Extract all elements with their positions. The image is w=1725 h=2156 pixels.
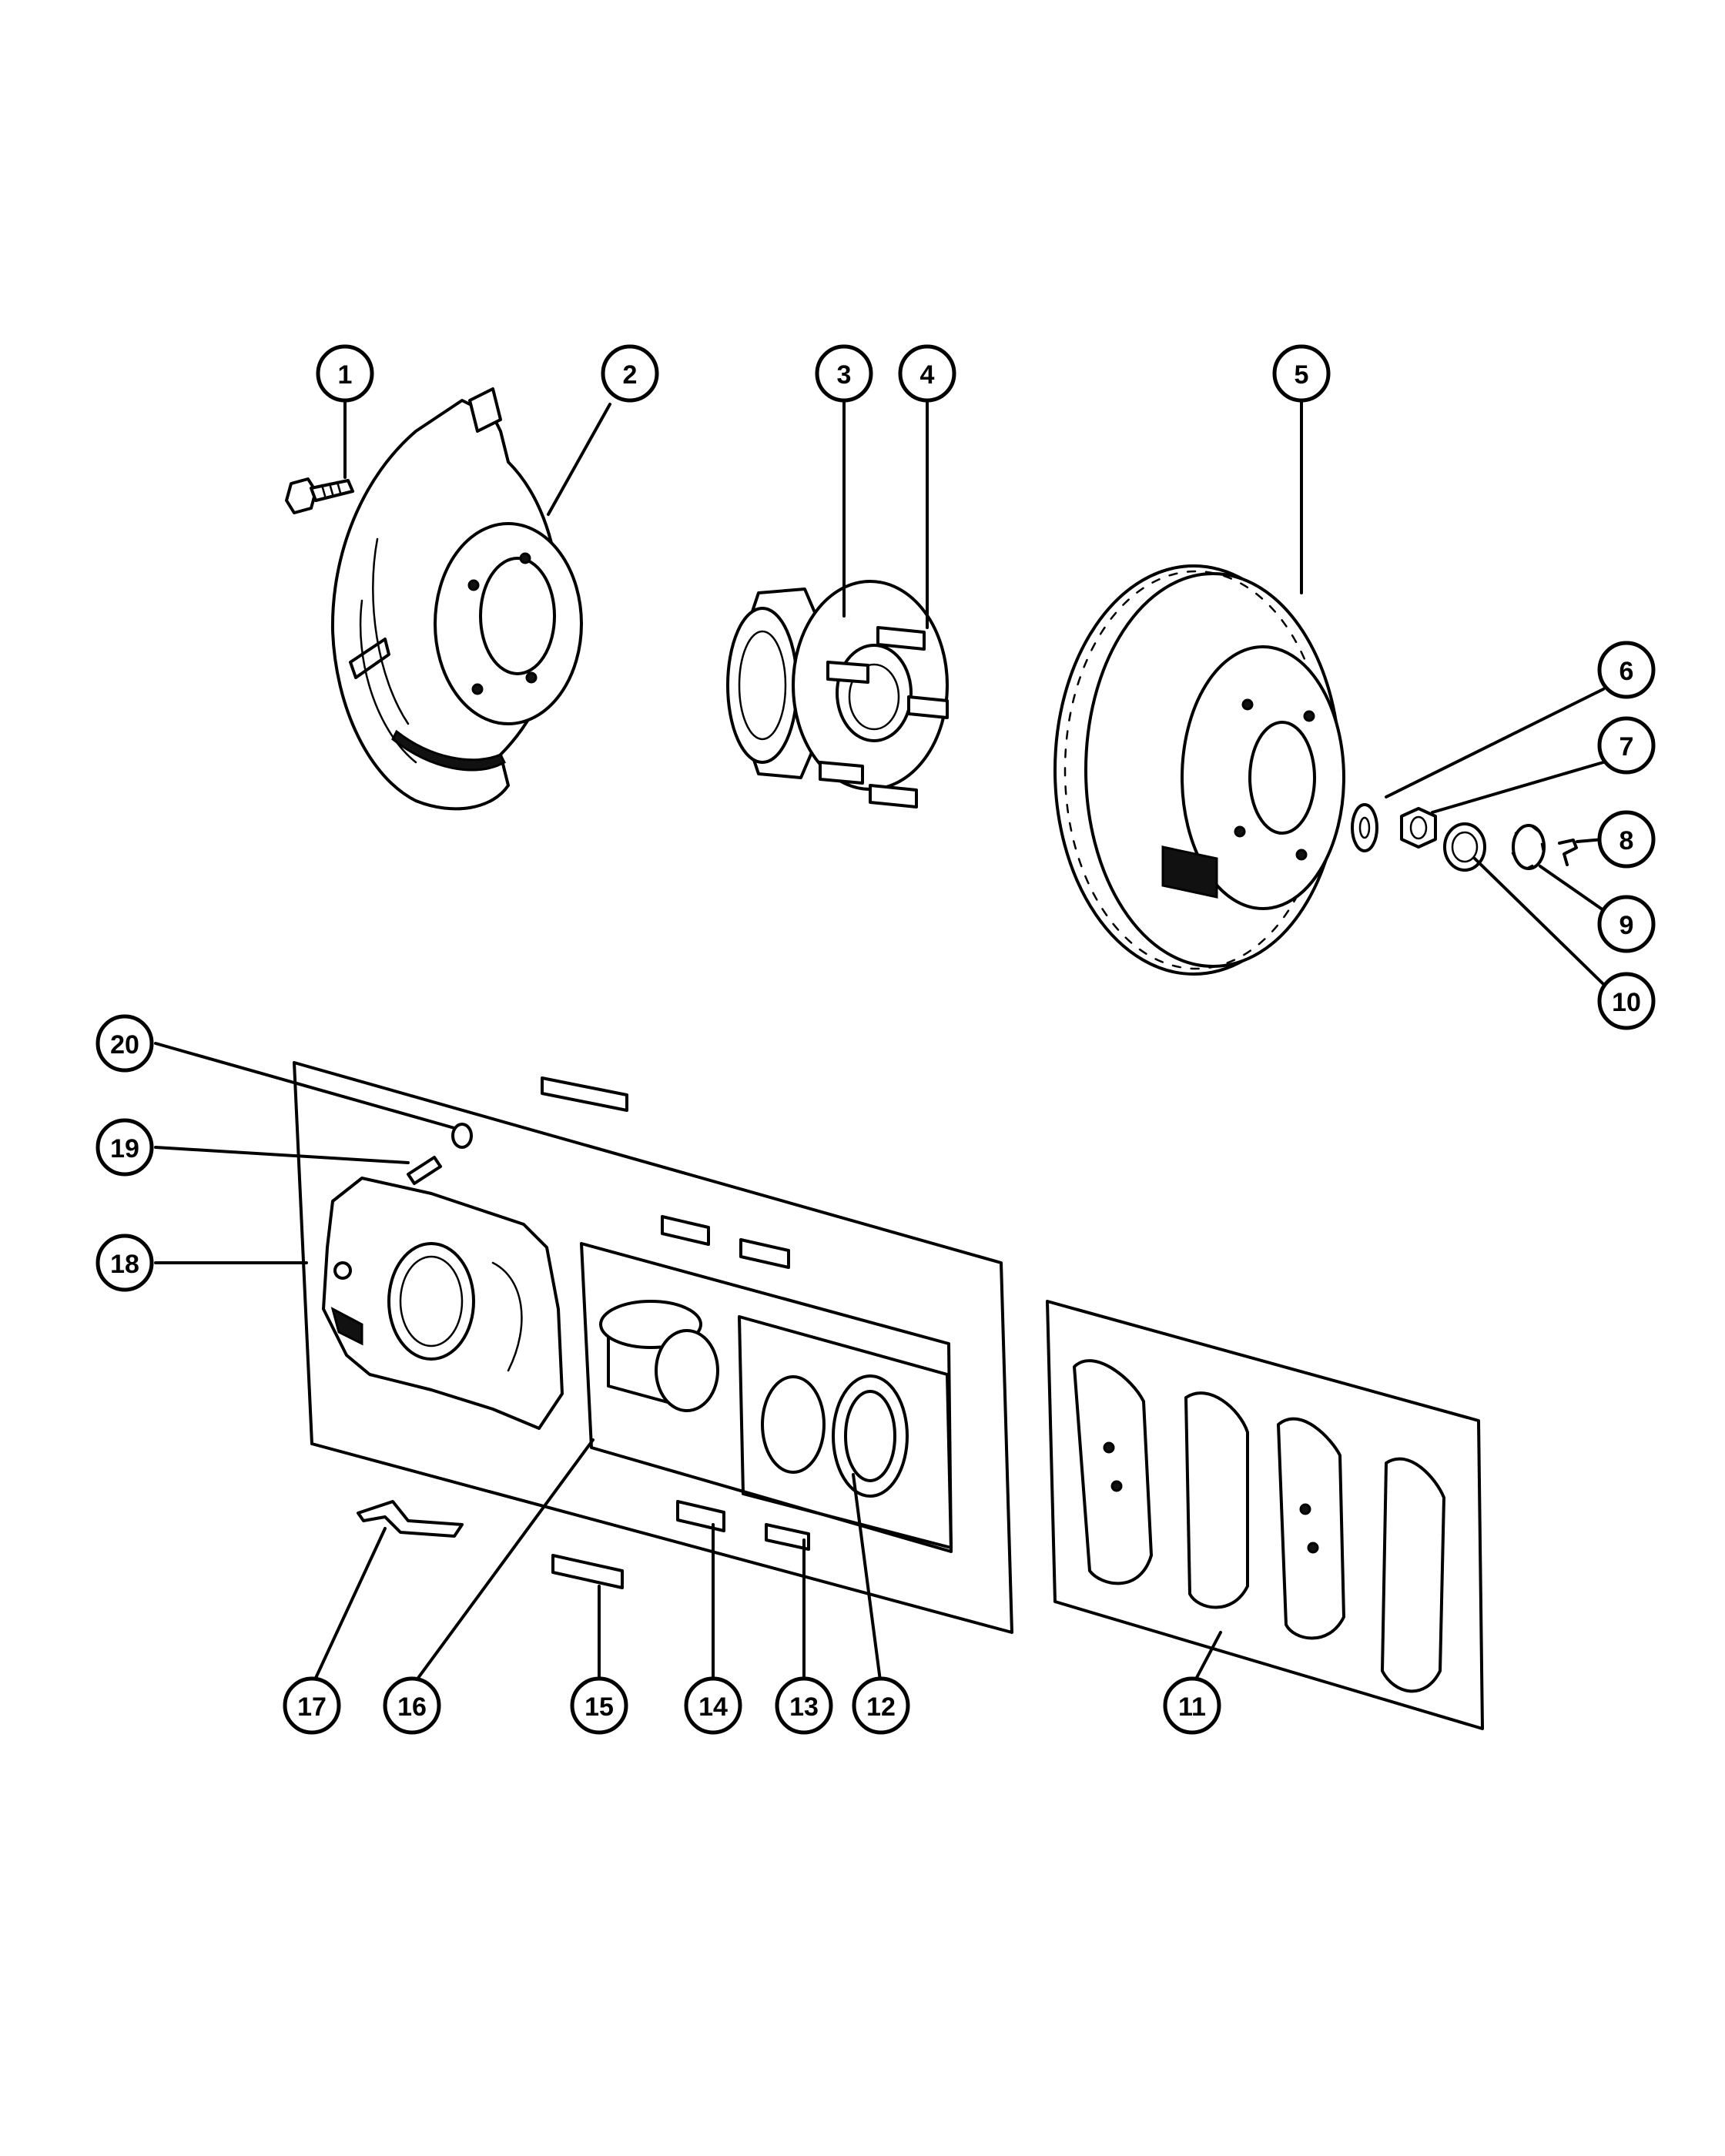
part-piston (599, 1300, 719, 1412)
brake-pads-frame (1046, 1300, 1484, 1730)
part-piston-seal (761, 1375, 826, 1474)
callout-label-9: 9 (1619, 911, 1634, 940)
part-bushings-top (661, 1215, 790, 1269)
callout-5: 5 (1272, 344, 1331, 403)
callout-18: 18 (95, 1234, 154, 1292)
callout-label-11: 11 (1178, 1692, 1206, 1722)
part-bolt (285, 477, 354, 514)
callout-7: 7 (1597, 716, 1656, 775)
part-guide-pin-bottom (551, 1554, 624, 1589)
part-sleeve-bottom (765, 1523, 810, 1551)
part-dust-boot (832, 1374, 909, 1498)
callout-4: 4 (898, 344, 956, 403)
callout-19: 19 (95, 1118, 154, 1177)
callout-label-17: 17 (297, 1692, 327, 1722)
callout-label-2: 2 (623, 360, 638, 390)
callout-label-12: 12 (866, 1692, 896, 1722)
part-hub-nut (1400, 807, 1437, 849)
callout-10: 10 (1597, 972, 1656, 1030)
callout-label-10: 10 (1612, 988, 1641, 1017)
callout-11: 11 (1163, 1676, 1221, 1735)
part-hub-bearing (726, 580, 949, 808)
callout-label-8: 8 (1619, 826, 1634, 855)
callout-label-5: 5 (1295, 360, 1309, 390)
callout-20: 20 (95, 1014, 154, 1073)
callout-label-19: 19 (110, 1134, 139, 1163)
part-anti-rattle-clip (357, 1500, 464, 1538)
part-bushing-bottom (676, 1500, 725, 1532)
callout-9: 9 (1597, 895, 1656, 953)
callout-13: 13 (775, 1676, 833, 1735)
callout-2: 2 (601, 344, 659, 403)
callout-3: 3 (815, 344, 873, 403)
callout-label-4: 4 (920, 360, 935, 390)
callout-14: 14 (684, 1676, 742, 1735)
callout-label-1: 1 (338, 360, 353, 390)
part-brake-pads (1073, 1359, 1445, 1693)
part-wheel-studs (819, 626, 949, 808)
callout-label-15: 15 (584, 1692, 614, 1722)
callout-17: 17 (283, 1676, 341, 1735)
callout-12: 12 (852, 1676, 910, 1735)
callout-1: 1 (316, 344, 374, 403)
part-washer (1351, 803, 1378, 852)
callout-label-7: 7 (1619, 732, 1634, 762)
callout-label-16: 16 (397, 1692, 427, 1722)
part-caliper (322, 1177, 564, 1430)
part-brake-rotor (1053, 564, 1345, 976)
part-bleeder-screw (407, 1156, 442, 1185)
callout-label-14: 14 (698, 1692, 728, 1722)
part-bleeder-cap (451, 1123, 473, 1149)
callout-15: 15 (570, 1676, 628, 1735)
callout-16: 16 (383, 1676, 441, 1735)
callout-label-18: 18 (110, 1250, 139, 1279)
callout-label-20: 20 (110, 1030, 139, 1060)
caliper-kit-frame (293, 1061, 1013, 1634)
part-guide-pin-top (541, 1076, 628, 1112)
callout-8: 8 (1597, 810, 1656, 869)
part-nut-lock (1511, 824, 1546, 870)
leader-lines (154, 397, 1605, 1688)
callout-label-13: 13 (789, 1692, 819, 1722)
callout-label-6: 6 (1619, 657, 1634, 686)
part-splash-shield (330, 387, 583, 811)
callout-label-3: 3 (837, 360, 852, 390)
part-cotter-pin (1558, 839, 1578, 866)
callout-6: 6 (1597, 641, 1656, 699)
